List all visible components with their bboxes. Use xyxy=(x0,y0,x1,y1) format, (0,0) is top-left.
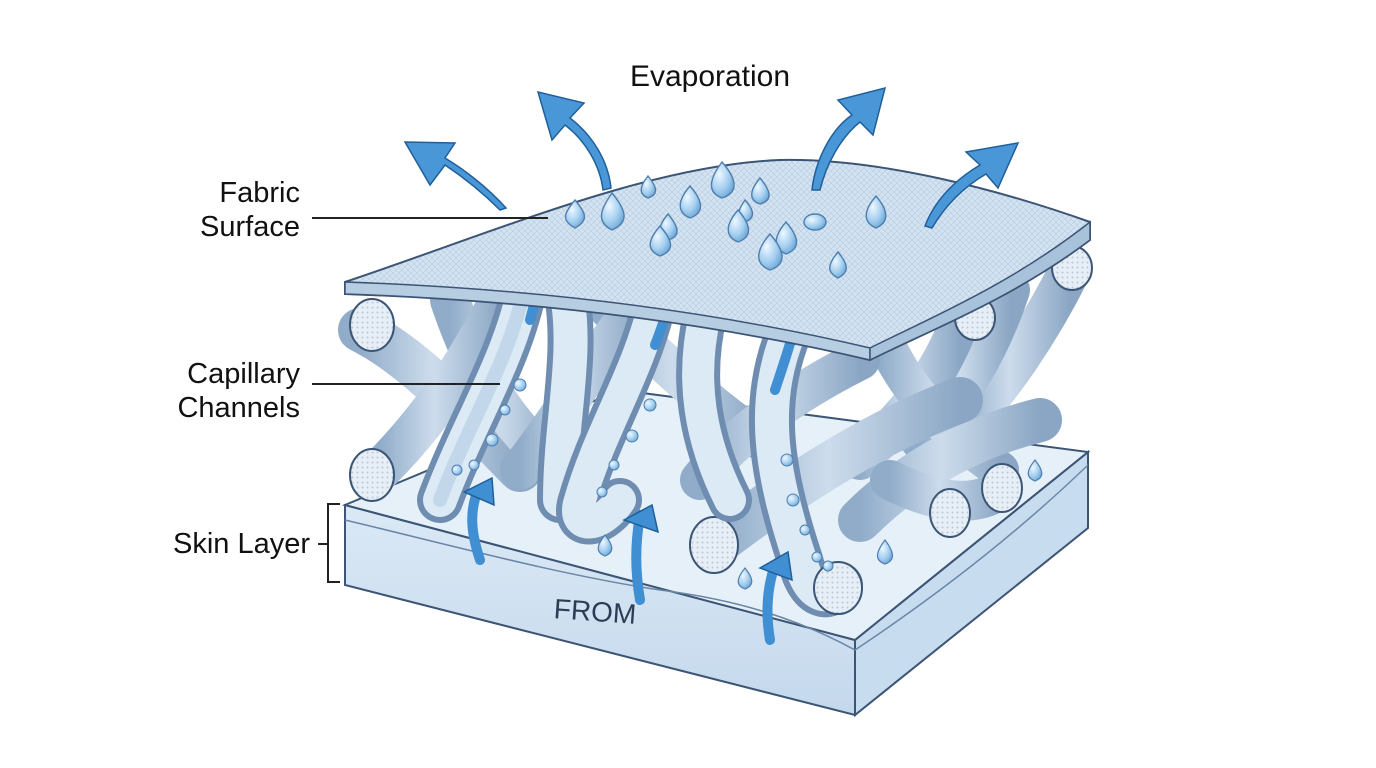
fabric-surface xyxy=(344,158,1091,362)
surface-droplets xyxy=(564,160,887,279)
evaporation-title: Evaporation xyxy=(629,60,791,93)
skin-droplets xyxy=(597,459,1043,590)
evaporation-arrows xyxy=(403,86,1020,229)
fabric-label-line2: Surface xyxy=(200,211,300,243)
leader-lines xyxy=(312,217,548,583)
capillary-label-line1: Capillary xyxy=(187,358,300,390)
fabric-label-line1: Fabric xyxy=(219,177,300,209)
skin-layer-label: Skin Layer xyxy=(172,528,310,560)
capillary-channels-label: Capillary Channels xyxy=(120,357,300,425)
capillary-label-line2: Channels xyxy=(177,392,300,424)
fabric-surface-label: Fabric Surface xyxy=(150,176,300,244)
